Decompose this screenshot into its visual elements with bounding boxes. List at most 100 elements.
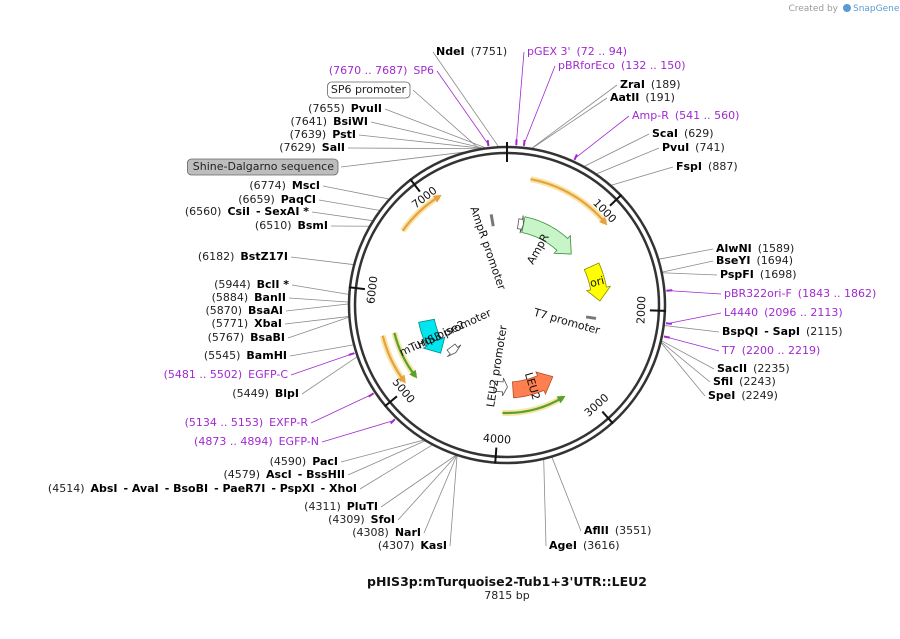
label-5884-banii[interactable]: (5884)BanII (212, 291, 286, 304)
label-pvui-741[interactable]: PvuI(741) (662, 141, 725, 154)
label-part: PvuI (662, 141, 689, 154)
label-6510-bsmi[interactable]: (6510)BsmI (255, 219, 328, 232)
label-4308-nari[interactable]: (4308)NarI (352, 526, 421, 539)
label-6560-csii-sexai[interactable]: (6560)CsiI- SexAI * (185, 205, 309, 218)
leader-line (662, 273, 717, 275)
feature-his3-promoter-arrow[interactable] (447, 344, 461, 357)
label-4590-paci[interactable]: (4590)PacI (270, 455, 338, 468)
leader-line (323, 186, 390, 199)
label-5134-5153-exfp-r[interactable]: (5134 .. 5153)EXFP-R (185, 416, 309, 429)
svg-text:ZraI(189): ZraI(189) (620, 78, 681, 91)
svg-text:(4514)AbsI- AvaI- BsoBI- PaeR7: (4514)AbsI- AvaI- BsoBI- PaeR7I- PspXI- … (48, 482, 357, 495)
label-aflii-3551[interactable]: AflII(3551) (584, 524, 651, 537)
label-t7-2200-2219[interactable]: T7(2200 .. 2219) (721, 344, 820, 357)
leader-line (596, 148, 659, 174)
label-5870-bsaai[interactable]: (5870)BsaAI (205, 304, 283, 317)
snapgene-brand[interactable]: SnapGene (853, 4, 900, 14)
label-part: SfiI (713, 375, 733, 388)
tick-label: 2000 (634, 296, 648, 324)
label-sp6-promoter: SP6 promoter (328, 82, 410, 98)
label-spei-2249[interactable]: SpeI(2249) (708, 389, 778, 402)
label-part: (7641) (290, 115, 327, 128)
label-part: ScaI (652, 127, 678, 140)
label-4311-pluti[interactable]: (4311) PluTI (304, 500, 378, 513)
label-aatii-191[interactable]: AatII(191) (610, 91, 675, 104)
label-part: (7639) (290, 128, 327, 141)
label-part: PluTI (347, 500, 378, 513)
label-sacii-2235[interactable]: SacII(2235) (717, 362, 790, 375)
svg-text:(7670 .. 7687)SP6: (7670 .. 7687)SP6 (329, 64, 434, 77)
label-4579-asci-bsshii[interactable]: (4579)AscI- BssHII (223, 468, 345, 481)
tick-mark (650, 310, 666, 311)
label-part: AatII (610, 91, 639, 104)
svg-text:SpeI(2249): SpeI(2249) (708, 389, 778, 402)
svg-text:(4309)SfoI: (4309)SfoI (328, 513, 395, 526)
svg-text:(4590)PacI: (4590)PacI (270, 455, 338, 468)
label-part: BsmI (298, 219, 329, 232)
plasmid-size: 7815 bp (484, 589, 529, 602)
label-5545-bamhi[interactable]: (5545)BamHI (204, 349, 287, 362)
leader-line (661, 342, 705, 396)
label-fspi-887[interactable]: FspI(887) (676, 160, 738, 173)
label-7670-7687-sp6[interactable]: (7670 .. 7687)SP6 (329, 64, 434, 77)
label-l4440-2096-2113[interactable]: L4440(2096 .. 2113) (724, 306, 843, 319)
svg-text:(4307)KasI: (4307)KasI (378, 539, 447, 552)
label-4309-sfoi[interactable]: (4309)SfoI (328, 513, 395, 526)
label-6774-msci[interactable]: (6774)MscI (249, 179, 320, 192)
label-6182-bstz17i[interactable]: (6182)BstZ17I (198, 250, 288, 263)
label-part: pGEX 3' (527, 45, 571, 58)
leader-line (311, 394, 372, 423)
label-7655-pvuii[interactable]: (7655)PvuII (308, 102, 382, 115)
leader-line (341, 440, 425, 462)
label-part: PvuII (351, 102, 382, 115)
label-pgex-3-72-94[interactable]: pGEX 3'(72 .. 94) (527, 45, 627, 58)
svg-text:(7639)PstI: (7639)PstI (290, 128, 356, 141)
label-zrai-189[interactable]: ZraI(189) (620, 78, 681, 91)
label-shine-dalgarno-sequence: Shine-Dalgarno sequence (187, 159, 338, 175)
label-pspfi-1698[interactable]: PspFI(1698) (720, 268, 796, 281)
label-amp-r-541-560[interactable]: Amp-R(541 .. 560) (632, 109, 739, 122)
label-sfii-2243[interactable]: SfiI(2243) (713, 375, 776, 388)
label-part: (5771) (212, 317, 249, 330)
leader-line (319, 200, 380, 210)
feature-label-ampr-promoter: AmpR promoter (467, 205, 508, 292)
label-5771-xbai[interactable]: (5771)XbaI (212, 317, 282, 330)
leader-line (661, 341, 710, 382)
label-5449-blpi[interactable]: (5449)BlpI (232, 387, 299, 400)
label-part: BsaAI (248, 304, 283, 317)
label-part: (189) (651, 78, 681, 91)
label-7641-bsiwi[interactable]: (7641)BsiWI (290, 115, 368, 128)
label-part: - PspXI (271, 482, 314, 495)
label-part: L4440 (724, 306, 758, 319)
leader-line (668, 313, 721, 323)
label-4873-4894-egfp-n[interactable]: (4873 .. 4894)EGFP-N (194, 435, 319, 448)
label-part: (1698) (760, 268, 797, 281)
leader-line (289, 298, 349, 302)
label-4514-absi-avai-bsobi-paer7i-pspxi-xhoi[interactable]: (4514)AbsI- AvaI- BsoBI- PaeR7I- PspXI- … (48, 482, 357, 495)
label-5944-bcli[interactable]: (5944)BclI * (214, 278, 289, 291)
leader-line (664, 325, 719, 332)
label-part: MscI (292, 179, 320, 192)
label-scai-629[interactable]: ScaI(629) (652, 127, 714, 140)
leader-line (322, 421, 394, 442)
label-ndei-7751[interactable]: NdeI(7751) (436, 45, 507, 58)
label-part: (5944) (214, 278, 251, 291)
label-bseyi-1694[interactable]: BseYI(1694) (716, 254, 793, 267)
label-part: - BssHII (298, 468, 345, 481)
label-part: EXFP-R (269, 416, 308, 429)
label-bspqi-sapi-2115[interactable]: BspQI- SapI(2115) (722, 325, 843, 338)
leader-line (413, 90, 480, 149)
label-pbrforeco-132-150[interactable]: pBRforEco(132 .. 150) (558, 59, 686, 72)
svg-text:(6774)MscI: (6774)MscI (249, 179, 320, 192)
label-4307-kasi[interactable]: (4307)KasI (378, 539, 447, 552)
label-part: (4311) (304, 500, 341, 513)
label-part: (2235) (753, 362, 790, 375)
label-pbr322ori-f-1843-1862[interactable]: pBR322ori-F(1843 .. 1862) (724, 287, 876, 300)
label-7639-psti[interactable]: (7639)PstI (290, 128, 356, 141)
label-5767-bsabi[interactable]: (5767)BsaBI (208, 331, 285, 344)
leader-line (291, 354, 353, 375)
label-agei-3616[interactable]: AgeI(3616) (549, 539, 620, 552)
label-7629-sali[interactable]: (7629)SalI (279, 141, 345, 154)
label-5481-5502-egfp-c[interactable]: (5481 .. 5502)EGFP-C (164, 368, 289, 381)
